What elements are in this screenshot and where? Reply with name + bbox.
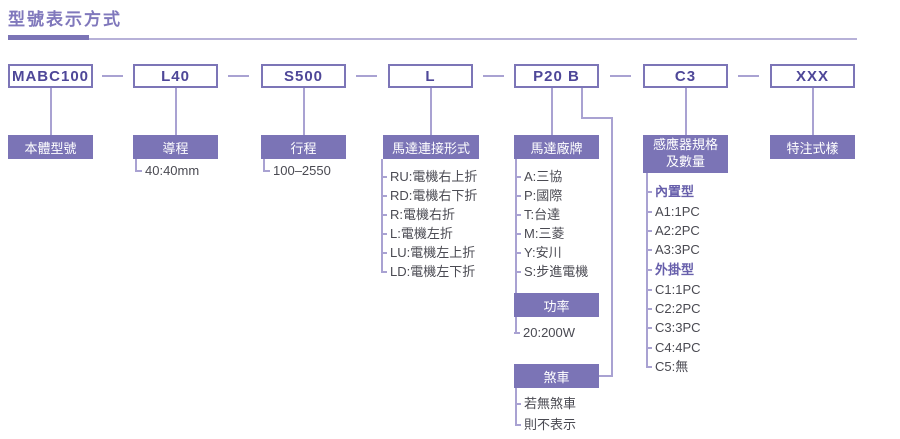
connector-line [175, 88, 177, 135]
label-motor-mount: 馬達連接形式 [383, 135, 479, 159]
label-stroke: 行程 [261, 135, 346, 159]
connector-line [551, 88, 553, 135]
mount-option: LD:電機左下折 [380, 264, 476, 279]
sensor-option: A2:2PC [646, 223, 700, 238]
mount-option: LU:電機左上折 [380, 245, 476, 260]
brand-option: S:步進電機 [514, 264, 589, 279]
label-sensor: 感應器規格 及數量 [643, 135, 728, 173]
code-box-special: XXX [770, 64, 855, 88]
label-body-model: 本體型號 [8, 135, 93, 159]
code-box-motor-mount: L [388, 64, 473, 88]
sensor-group-heading: 內置型 [645, 184, 695, 199]
code-box-motor-brand: P20 B [514, 64, 599, 88]
stroke-note: 100–2550 [264, 163, 331, 178]
brand-option: Y:安川 [515, 245, 562, 260]
mount-option: RU:電機右上折 [380, 169, 478, 184]
connector-line [430, 88, 432, 135]
brand-option: T:台達 [514, 207, 561, 222]
code-box-stroke: S500 [261, 64, 346, 88]
brake-note: 則不表示 [514, 417, 577, 432]
sensor-option: C3:3PC [646, 320, 701, 335]
label-power: 功率 [514, 293, 599, 317]
brake-note: 若無煞車 [514, 396, 577, 411]
code-box-sensor: C3 [643, 64, 728, 88]
sensor-option: C2:2PC [646, 301, 701, 316]
code-box-body-model: MABC100 [8, 64, 93, 88]
bracket-line [263, 159, 265, 172]
list-spine-line [515, 388, 517, 425]
label-lead: 導程 [133, 135, 218, 159]
sensor-group-heading: 外掛型 [645, 262, 695, 277]
code-box-lead: L40 [133, 64, 218, 88]
list-spine-line [515, 159, 517, 333]
sensor-option: A1:1PC [646, 204, 700, 219]
connector-line [685, 88, 687, 135]
connector-line [812, 88, 814, 135]
power-note: 20:200W [513, 325, 576, 340]
sensor-option: C5:無 [645, 359, 689, 374]
brake-connector-line [581, 117, 613, 119]
connector-line [50, 88, 52, 135]
mount-option: L:電機左折 [381, 226, 453, 241]
connector-line [303, 88, 305, 135]
dash-connector [610, 75, 631, 77]
brake-connector-line [581, 88, 583, 119]
label-motor-brand: 馬達廠牌 [514, 135, 599, 159]
page-title: 型號表示方式 [8, 10, 122, 29]
brake-connector-line [611, 117, 613, 377]
sensor-option: A3:3PC [646, 242, 700, 257]
sensor-option: C4:4PC [646, 340, 701, 355]
label-sensor-line2: 及數量 [665, 154, 705, 169]
dash-connector [102, 75, 123, 77]
label-brake: 煞車 [514, 364, 599, 388]
title-underline [8, 38, 857, 40]
label-sensor-line1: 感應器規格 [652, 137, 718, 153]
brake-connector-line [599, 375, 613, 377]
sensor-option: C1:1PC [646, 282, 701, 297]
lead-note: 40:40mm [135, 163, 200, 178]
dash-connector [228, 75, 249, 77]
mount-option: R:電機右折 [380, 207, 456, 222]
brand-option: A:三協 [514, 169, 563, 184]
brand-option: M:三菱 [514, 226, 565, 241]
bracket-line [135, 159, 137, 172]
dash-connector [483, 75, 504, 77]
brand-option: P:國際 [514, 188, 563, 203]
label-special: 特注式樣 [770, 135, 855, 159]
dash-connector [738, 75, 759, 77]
title-underline-accent [8, 35, 89, 40]
dash-connector [356, 75, 377, 77]
mount-option: RD:電機右下折 [380, 188, 478, 203]
